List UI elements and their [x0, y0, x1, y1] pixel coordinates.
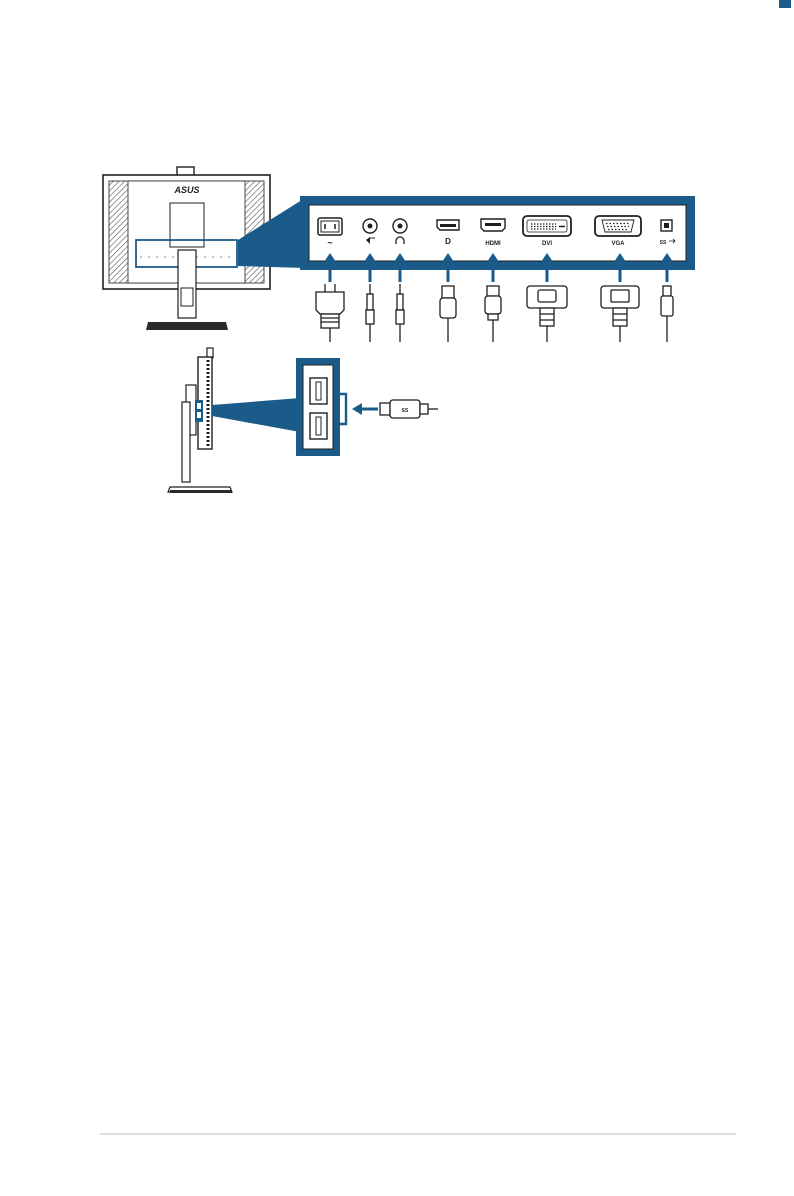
- svg-text:D: D: [445, 237, 451, 246]
- svg-text:DVI: DVI: [542, 241, 552, 247]
- usb-port-top-icon: [310, 378, 327, 404]
- ports-panel: ~ D HDMI: [300, 196, 695, 270]
- audio-cable-plug: [366, 284, 374, 342]
- cable-plugs: [316, 284, 673, 342]
- usb-cable-plug: [661, 286, 673, 342]
- footer-divider: [100, 1133, 736, 1135]
- vga-cable-plug: [601, 286, 639, 342]
- usb-side-arrow: [352, 403, 378, 415]
- displayport-cable-plug: [440, 286, 456, 342]
- usb-port-bottom-icon: [310, 413, 327, 439]
- usb-side-panel: [296, 358, 346, 456]
- power-cord-plug: [316, 284, 344, 342]
- stand-base: [146, 322, 228, 330]
- brand-logo: ASUS: [173, 185, 199, 195]
- svg-text:SS: SS: [402, 408, 409, 414]
- usb-a-cable-plug: SS: [380, 400, 438, 418]
- side-callout-wedge: [212, 398, 300, 432]
- stand-neck: [178, 250, 196, 318]
- svg-text:VGA: VGA: [611, 241, 625, 247]
- dvi-cable-plug: [527, 286, 567, 342]
- svg-text:~: ~: [327, 238, 332, 248]
- earphone-cable-plug: [396, 284, 404, 342]
- monitor-side-view: [168, 348, 232, 493]
- svg-text:HDMI: HDMI: [485, 241, 501, 247]
- svg-text:SS: SS: [660, 240, 667, 246]
- hdmi-cable-plug: [485, 286, 501, 342]
